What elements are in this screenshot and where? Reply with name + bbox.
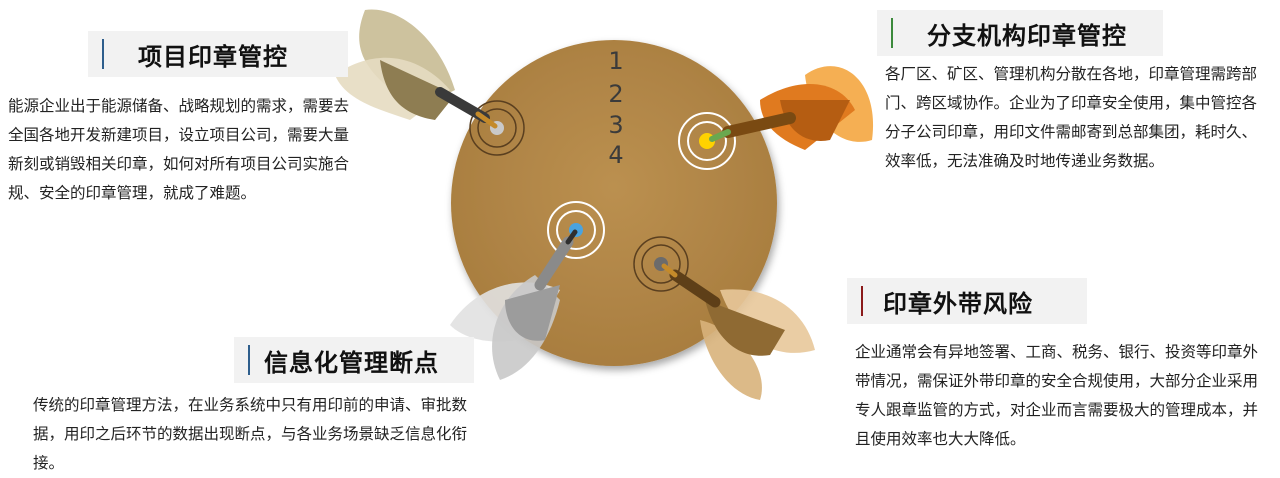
heading-branch-seal-control: 分支机构印章管控 bbox=[877, 10, 1163, 56]
section-title: 分支机构印章管控 bbox=[927, 21, 1127, 50]
section-title: 项目印章管控 bbox=[138, 42, 288, 71]
paragraph-project-seal-control: 能源企业出于能源储备、战略规划的需求，需要去全国各地开发新建项目，设立项目公司，… bbox=[8, 97, 350, 202]
heading-accent-bar bbox=[861, 286, 863, 316]
heading-accent-bar bbox=[102, 39, 104, 69]
heading-accent-bar bbox=[248, 345, 250, 375]
section-title: 印章外带风险 bbox=[883, 289, 1033, 318]
paragraph-branch-seal-control: 各厂区、矿区、管理机构分散在各地，印章管理需跨部门、跨区域协作。企业为了印章安全… bbox=[885, 65, 1258, 170]
heading-seal-takeout-risk: 印章外带风险 bbox=[847, 278, 1087, 324]
board-number-1: 1 bbox=[608, 47, 624, 75]
board-number-3: 3 bbox=[608, 111, 624, 139]
heading-project-seal-control: 项目印章管控 bbox=[88, 31, 348, 77]
paragraph-information-breakpoint: 传统的印章管理方法，在业务系统中只有用印前的申请、审批数据，用印之后环节的数据出… bbox=[33, 396, 468, 472]
board-number-2: 2 bbox=[608, 80, 624, 108]
dart-bottom-left bbox=[450, 229, 578, 380]
heading-accent-bar bbox=[891, 18, 893, 48]
paragraph-seal-takeout-risk: 企业通常会有异地签署、工商、税务、银行、投资等印章外带情况，需保证外带印章的安全… bbox=[855, 343, 1259, 448]
section-title: 信息化管理断点 bbox=[264, 348, 439, 377]
target-gray bbox=[469, 100, 525, 156]
heading-information-breakpoint: 信息化管理断点 bbox=[234, 337, 474, 383]
board-number-4: 4 bbox=[608, 141, 624, 169]
target-yellow bbox=[678, 112, 736, 170]
dart-top-left bbox=[335, 9, 498, 129]
dart-top-right bbox=[709, 66, 874, 150]
dart-bottom-right bbox=[661, 263, 815, 400]
